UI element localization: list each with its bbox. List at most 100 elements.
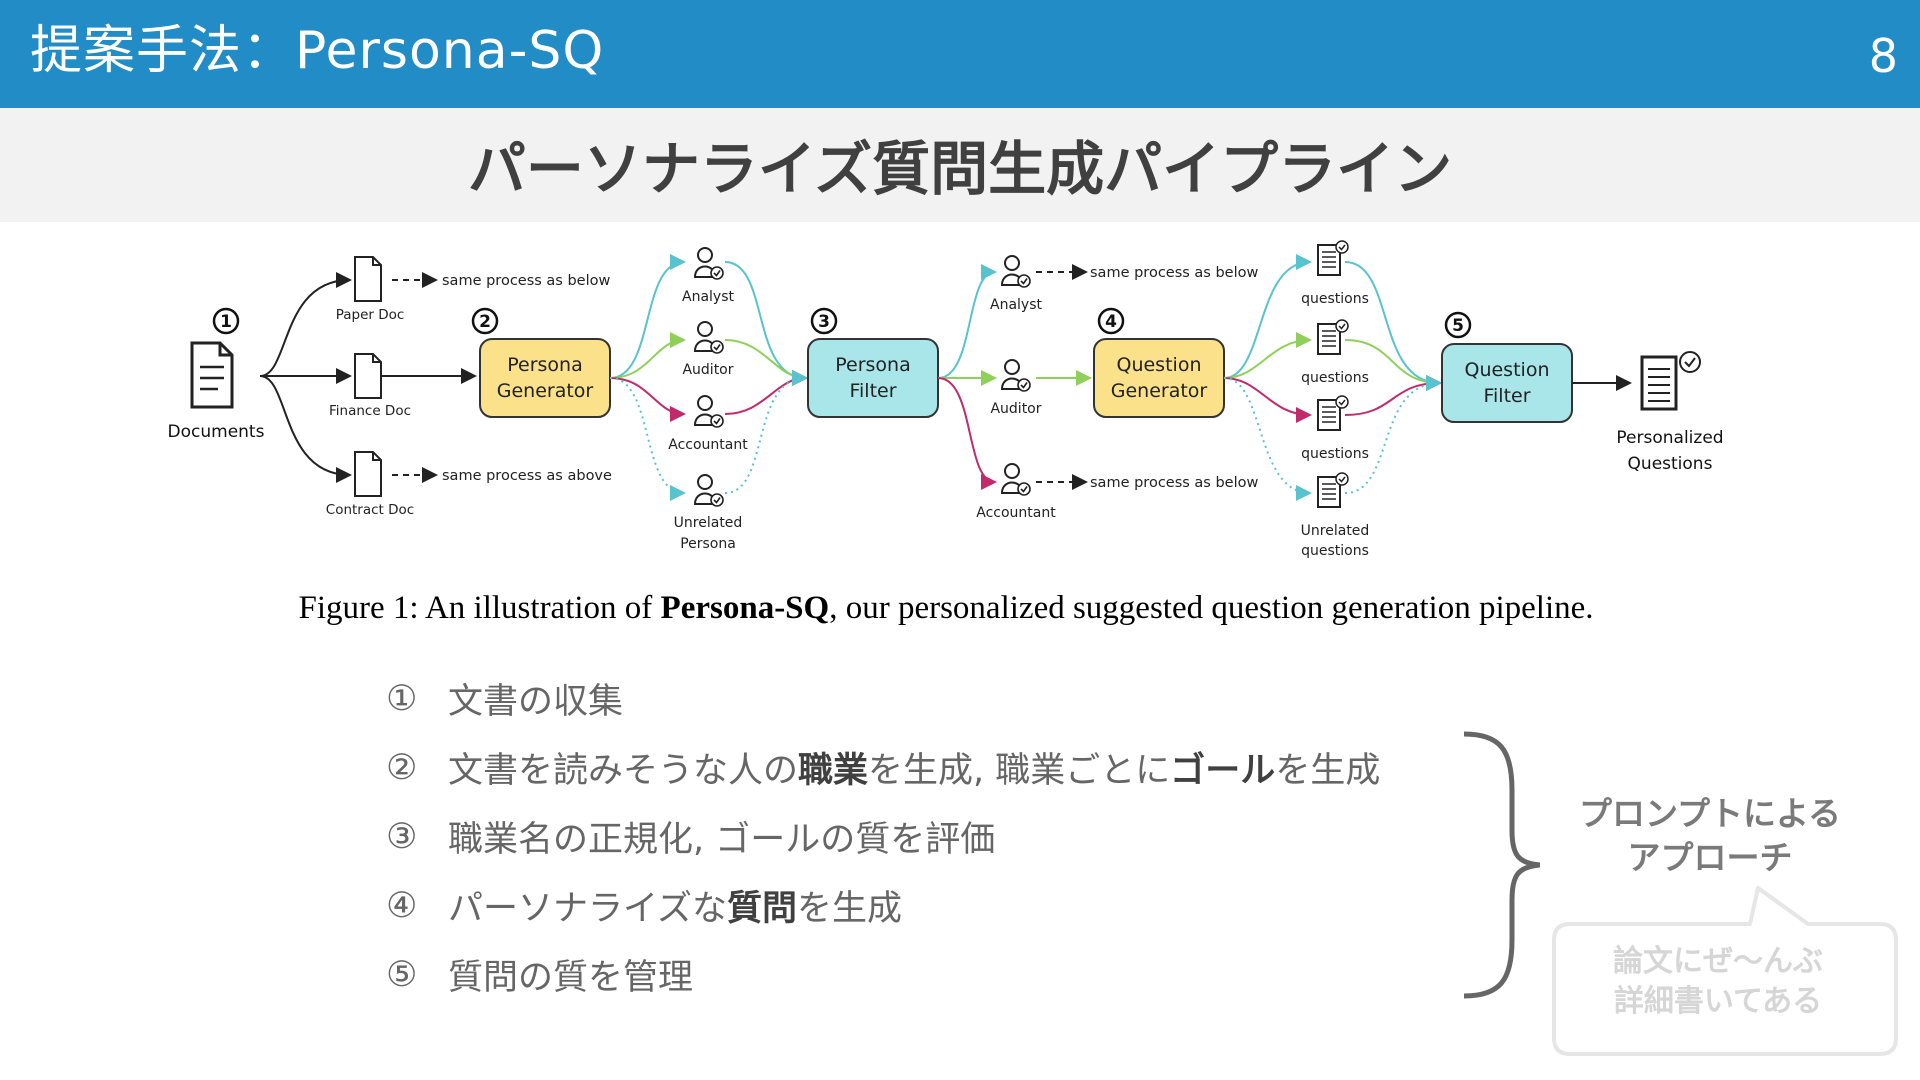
auditor-person-icon [694,321,724,354]
approach-text: プロンプトによる アプローチ [1550,792,1870,880]
step-number: ③ [386,816,418,857]
persona2-accountant-label: Accountant [976,505,1056,521]
step-badge-1: 1 [220,312,232,332]
step-text-part: を生成 [1275,751,1381,791]
step-text: 文書の収集 [448,673,623,724]
step-text: 文書を読みそうな人の職業を生成, 職業ごとにゴールを生成 [448,742,1380,793]
persona-generator-label-1: Persona [507,354,583,376]
question-generator-label-1: Question [1117,354,1202,376]
finance-doc-label: Finance Doc [329,403,411,419]
documents-label: Documents [168,422,265,442]
accountant-person-icon-2 [1001,463,1031,496]
questions-label-2: questions [1301,370,1369,386]
step-badge-5: 5 [1452,316,1464,336]
step-number: ⑤ [386,954,418,995]
step-item: ② 文書を読みそうな人の職業を生成, 職業ごとにゴールを生成 [386,733,1380,802]
same-process-below-label: same process as below [442,273,610,289]
bubble-line-1: 論文にぜ～んぶ [1613,944,1823,979]
questions-doc-icon-1 [1317,240,1349,276]
approach-line-2: アプローチ [1627,838,1793,877]
step-number: ① [386,678,418,719]
bubble-text: 論文にぜ～んぶ 詳細書いてある [1545,942,1891,1022]
output-label-2: Questions [1628,454,1713,474]
persona-generator-label-2: Generator [497,380,594,402]
step-item: ③ 職業名の正規化, ゴールの質を評価 [386,802,1380,871]
unrelated-persona-label-2: Persona [680,536,736,552]
persona-filter-box [807,338,939,418]
persona2-auditor-label: Auditor [990,401,1041,417]
right-brace [1463,731,1540,999]
caption-prefix: Figure 1: An illustration of [298,590,661,626]
finance-doc-icon [354,353,382,399]
output-label-1: Personalized [1616,428,1723,448]
persona2-analyst-label: Analyst [990,297,1042,313]
figure-caption: Figure 1: An illustration of Persona-SQ,… [0,590,1892,627]
step-text-part: を生成, 職業ごとに [868,751,1171,791]
unrelated-questions-doc-icon [1317,472,1349,508]
question-filter-label-2: Filter [1483,385,1530,407]
same-process-below-label-3: same process as below [1090,475,1258,491]
caption-bold: Persona-SQ [660,590,830,626]
step-text: 職業名の正規化, ゴールの質を評価 [448,811,995,862]
question-filter-box [1441,343,1573,423]
step-text-part: 質問の質を管理 [448,958,694,998]
paper-doc-icon [354,256,382,302]
step-text-part: 職業名の正規化, ゴールの質を評価 [448,820,996,860]
section-banner: パーソナライズ質問生成パイプライン [0,108,1920,222]
questions-doc-icon-2 [1317,319,1349,355]
unrelated-persona-label-1: Unrelated [674,515,743,531]
questions-doc-icon-3 [1317,395,1349,431]
persona-generator-box [479,338,611,418]
slide-title: 提案手法：Persona-SQ [30,21,605,81]
persona-accountant-label: Accountant [668,437,748,453]
speech-bubble [1552,886,1898,1056]
contract-doc-icon [354,451,382,497]
step-text-part: を生成 [796,889,902,929]
analyst-person-icon-2 [1001,255,1031,288]
step-number: ② [386,747,418,788]
bubble-line-2: 詳細書いてある [1613,984,1823,1019]
auditor-person-icon-2 [1001,359,1031,392]
persona-auditor-label: Auditor [682,362,733,378]
documents-icon [190,341,234,409]
step-keyword: ゴール [1170,751,1276,791]
page-number: 8 [1868,29,1898,83]
contract-doc-label: Contract Doc [326,502,414,518]
personalized-questions-icon [1640,351,1701,411]
step-badge-2: 2 [479,312,491,332]
step-text-part: パーソナライズな [448,889,727,929]
same-process-above-label: same process as above [442,468,612,484]
questions-label-3: questions [1301,446,1369,462]
accountant-person-icon [694,395,724,428]
pipeline-diagram: Documents 1 2 3 4 5 Paper Doc Finance Do… [168,240,1724,559]
unrelated-persona-icon [694,474,724,507]
step-keyword: 職業 [798,751,869,791]
questions-label-1: questions [1301,291,1369,307]
step-keyword: 質問 [726,889,797,929]
analyst-person-icon [694,247,724,280]
section-title: パーソナライズ質問生成パイプライン [467,135,1453,203]
step-item: ① 文書の収集 [386,664,1380,733]
step-number: ④ [386,885,418,926]
step-item: ⑤ 質問の質を管理 [386,940,1380,1009]
same-process-below-label-2: same process as below [1090,265,1258,281]
persona-filter-label-1: Persona [835,354,911,376]
paper-doc-label: Paper Doc [336,307,405,323]
unrelated-questions-label-1: Unrelated [1301,523,1370,539]
persona-filter-label-2: Filter [849,380,896,402]
approach-line-1: プロンプトによる [1578,794,1842,833]
question-generator-label-2: Generator [1111,380,1208,402]
unrelated-questions-label-2: questions [1301,543,1369,559]
step-text: パーソナライズな質問を生成 [448,880,902,931]
question-filter-label-1: Question [1465,359,1550,381]
step-badge-4: 4 [1105,312,1117,332]
step-badge-3: 3 [818,312,830,332]
slide-header: 提案手法：Persona-SQ 8 [0,0,1920,108]
persona-analyst-label: Analyst [682,289,734,305]
step-text-part: 文書を読みそうな人の [448,751,799,791]
caption-suffix: , our personalized suggested question ge… [829,590,1594,626]
step-item: ④ パーソナライズな質問を生成 [386,871,1380,940]
step-text-part: 文書の収集 [448,682,624,722]
step-text: 質問の質を管理 [448,949,693,1000]
